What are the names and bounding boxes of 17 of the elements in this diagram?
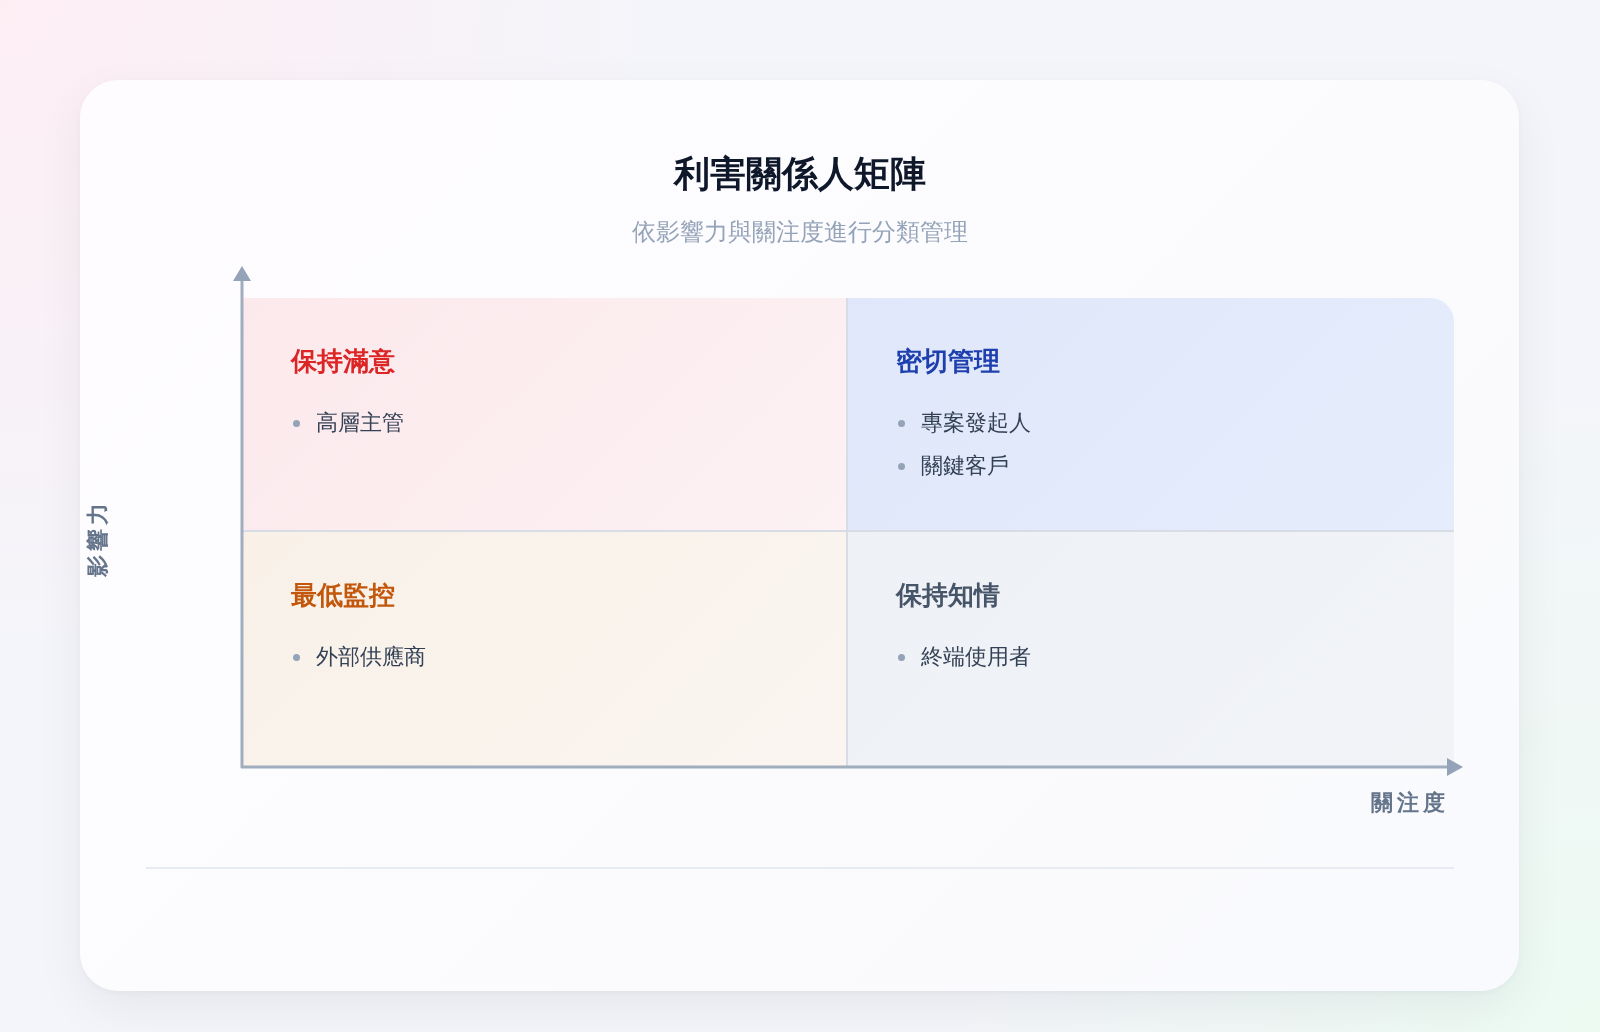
title: 利害關係人矩陣: [674, 152, 926, 196]
axis-label: 關注度: [1371, 789, 1449, 817]
quadrant-panel: [243, 532, 848, 767]
quadrant-heading: 密切管理: [896, 345, 1000, 378]
list-item-text: 外部供應商: [316, 643, 426, 671]
quadrant-panel: [243, 298, 848, 532]
list-item-text: 關鍵客戶: [921, 452, 1009, 480]
quadrant-heading: 最低監控: [291, 579, 395, 612]
quadrant-heading: 保持滿意: [291, 345, 395, 378]
list-item-text: 專案發起人: [921, 409, 1031, 437]
subtitle: 依影響力與關注度進行分類管理: [632, 217, 968, 248]
quadrant-panel: [848, 298, 1454, 532]
list-item-text: 終端使用者: [921, 643, 1031, 671]
quadrant-heading: 保持知情: [896, 579, 1000, 612]
axis-label: 影響力: [84, 499, 111, 577]
list-item-text: 高層主管: [316, 409, 404, 437]
quadrant-panel: [848, 532, 1454, 767]
